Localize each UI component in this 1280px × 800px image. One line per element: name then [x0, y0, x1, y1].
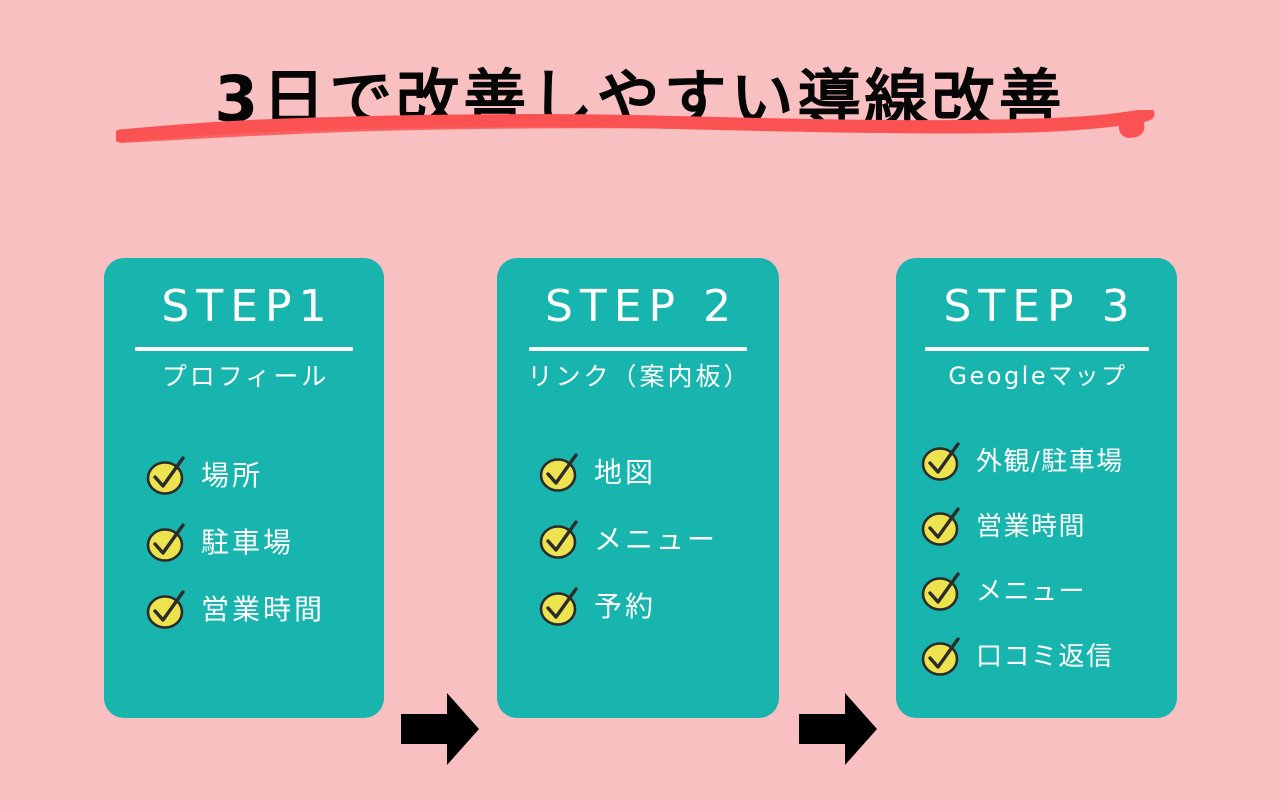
list-item[interactable]: 口コミ返信	[920, 635, 1177, 679]
list-item-label: 地図	[594, 456, 657, 489]
list-item-label: 口コミ返信	[976, 642, 1114, 672]
check-circle-icon	[145, 455, 187, 497]
arrow-right-icon	[401, 693, 479, 765]
check-circle-icon	[145, 589, 187, 631]
step-card-3-checklist: 外観/駐車場 営業時間	[896, 440, 1177, 700]
list-item-label: 外観/駐車場	[976, 447, 1124, 477]
step-card-3[interactable]: STEP 3 Geogleマップ 外観/駐車場	[896, 258, 1177, 718]
list-item-label: 駐車場	[201, 526, 295, 559]
check-circle-icon	[920, 571, 962, 613]
title-block: 3日で改善しやすい導線改善	[0, 63, 1280, 136]
page-title: 3日で改善しやすい導線改善	[214, 63, 1066, 136]
list-item[interactable]: 予約	[538, 585, 779, 629]
step-card-1-header: STEP1 プロフィール	[104, 258, 384, 392]
list-item-label: 営業時間	[976, 512, 1087, 542]
step-card-1-checklist: 場所 駐車場	[104, 454, 384, 655]
list-item-label: 営業時間	[201, 593, 326, 626]
list-item[interactable]: 営業時間	[145, 588, 384, 632]
step-card-2-checklist: 地図 メニュー	[497, 451, 779, 652]
step-card-3-subtitle: Geogleマップ	[948, 361, 1128, 390]
step-card-3-divider	[924, 346, 1149, 351]
step-card-1-label: STEP1	[161, 281, 334, 332]
steps-row: STEP1 プロフィール 場所	[0, 258, 1280, 765]
list-item[interactable]: メニュー	[538, 518, 779, 562]
step-card-3-label: STEP 3	[943, 281, 1137, 332]
list-item[interactable]: 地図	[538, 451, 779, 495]
step-card-2-header: STEP 2 リンク（案内板）	[497, 258, 779, 392]
arrow-right-icon	[799, 693, 877, 765]
check-circle-icon	[920, 441, 962, 483]
list-item-label: 場所	[201, 459, 264, 492]
step-card-2[interactable]: STEP 2 リンク（案内板） 地図	[497, 258, 779, 718]
check-circle-icon	[538, 519, 580, 561]
step-card-2-divider	[529, 346, 747, 351]
check-circle-icon	[145, 522, 187, 564]
list-item[interactable]: 駐車場	[145, 521, 384, 565]
step-card-1-subtitle: プロフィール	[161, 361, 330, 391]
step-card-1[interactable]: STEP1 プロフィール 場所	[104, 258, 384, 718]
list-item-label: 予約	[594, 590, 657, 623]
list-item-label: メニュー	[594, 523, 719, 556]
step-card-2-label: STEP 2	[544, 281, 739, 332]
list-item[interactable]: 外観/駐車場	[920, 440, 1177, 484]
list-item-label: メニュー	[976, 577, 1087, 607]
list-item[interactable]: 場所	[145, 454, 384, 498]
step-card-3-header: STEP 3 Geogleマップ	[896, 258, 1177, 390]
check-circle-icon	[920, 506, 962, 548]
step-card-2-subtitle: リンク（案内板）	[527, 361, 752, 391]
check-circle-icon	[538, 586, 580, 628]
step-card-1-divider	[135, 346, 353, 351]
list-item[interactable]: 営業時間	[920, 505, 1177, 549]
check-circle-icon	[538, 452, 580, 494]
list-item[interactable]: メニュー	[920, 570, 1177, 614]
check-circle-icon	[920, 636, 962, 678]
